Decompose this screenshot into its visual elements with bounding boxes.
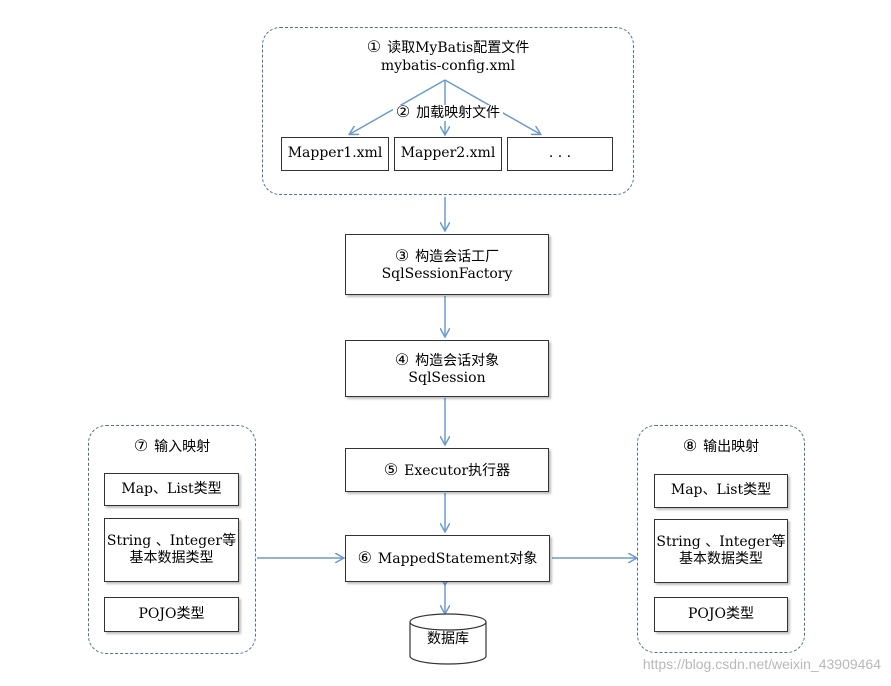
step2-title: 加载映射文件 <box>416 105 501 121</box>
input-mapping-text: 输入映射 <box>154 439 211 455</box>
output-pojo-box: POJO类型 <box>654 597 788 632</box>
executor-box: ⑤ Executor执行器 <box>345 448 549 492</box>
step1-file: mybatis-config.xml <box>380 58 516 74</box>
step1-label: ① 读取MyBatis配置文件 <box>262 37 634 58</box>
output-mapping-title: ⑧ 输出映射 <box>637 436 805 457</box>
input-mapping-group <box>88 425 256 654</box>
step8-number: ⑧ <box>682 436 698 455</box>
output-map-list-box: Map、List类型 <box>654 474 788 508</box>
mapper2-box: Mapper2.xml <box>394 137 502 171</box>
input-map-list-box: Map、List类型 <box>104 473 239 506</box>
executor-title: Executor执行器 <box>404 462 511 479</box>
mapper3-box: . . . <box>507 137 613 171</box>
factory-name: SqlSessionFactory <box>381 266 513 282</box>
input-mapping-title: ⑦ 输入映射 <box>88 436 256 457</box>
step3-number: ③ <box>394 245 410 265</box>
step2-wrap: ② 加载映射文件 <box>392 102 504 121</box>
mapper1-label: Mapper1.xml <box>287 145 383 162</box>
input-basic-line2: 基本数据类型 <box>129 550 214 566</box>
watermark-url: https://blog.csdn.net/weixin_43909464 <box>642 656 881 672</box>
output-basic-line2: 基本数据类型 <box>679 551 763 567</box>
input-map-list-label: Map、List类型 <box>121 480 222 497</box>
output-basic-line1: String 、Integer等 <box>656 533 786 550</box>
output-pojo-label: POJO类型 <box>688 605 754 622</box>
output-basic-types-box: String 、Integer等 基本数据类型 <box>654 519 788 583</box>
input-pojo-label: POJO类型 <box>138 605 205 622</box>
input-pojo-box: POJO类型 <box>104 597 239 632</box>
factory-title-row: ③ 构造会话工厂 <box>395 246 499 267</box>
factory-title: 构造会话工厂 <box>415 248 500 265</box>
step4-number: ④ <box>394 349 410 369</box>
session-box: ④ 构造会话对象 SqlSession <box>345 340 549 397</box>
statement-title-row: ⑥ MappedStatement对象 <box>358 548 538 569</box>
output-mapping-text: 输出映射 <box>703 439 760 455</box>
step6-number: ⑥ <box>357 548 372 568</box>
session-title: 构造会话对象 <box>415 352 500 369</box>
mapper1-box: Mapper1.xml <box>281 137 389 171</box>
mapper2-label: Mapper2.xml <box>400 145 496 162</box>
output-mapping-group <box>637 425 805 653</box>
step2-number: ② <box>395 102 411 121</box>
step1-number: ① <box>366 37 382 56</box>
step5-number: ⑤ <box>383 459 399 479</box>
config-group <box>262 27 634 195</box>
output-map-list-label: Map、List类型 <box>670 482 772 499</box>
mapped-statement-box: ⑥ MappedStatement对象 <box>345 535 550 582</box>
input-basic-line1: String 、Integer等 <box>106 532 237 549</box>
step7-number: ⑦ <box>133 436 149 455</box>
statement-title: MappedStatement对象 <box>377 551 538 568</box>
mapper3-label: . . . <box>548 145 572 162</box>
session-title-row: ④ 构造会话对象 <box>395 350 499 371</box>
session-name: SqlSession <box>408 370 486 386</box>
session-factory-box: ③ 构造会话工厂 SqlSessionFactory <box>345 234 549 295</box>
database-label: 数据库 <box>427 631 469 647</box>
step1-title: 读取MyBatis配置文件 <box>387 40 530 56</box>
input-basic-types-box: String 、Integer等 基本数据类型 <box>104 518 239 582</box>
executor-title-row: ⑤ Executor执行器 <box>384 460 510 481</box>
step2-label: ② 加载映射文件 <box>262 102 634 123</box>
